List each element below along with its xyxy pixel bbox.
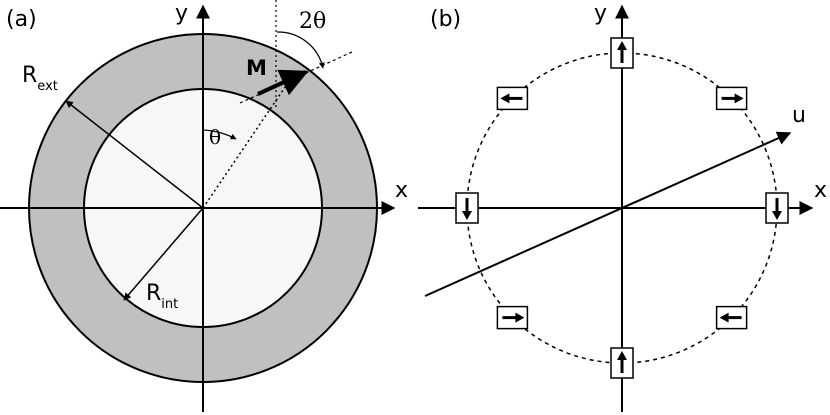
magnet-block-upper-right [715, 86, 748, 111]
inner-radius-label: Rint [146, 281, 178, 312]
y-axis-label-b: y [594, 1, 607, 26]
outer-radius-arrow [65, 100, 204, 209]
magnet-block-arrow-left-icon [500, 93, 510, 104]
magnetization-label: M [246, 56, 267, 80]
magnet-block-arrow-right-icon [734, 93, 744, 104]
magnet-block-arrow-right-icon [515, 312, 525, 323]
magnet-block-top [610, 37, 634, 69]
magnet-block-arrow-up-icon [617, 41, 627, 50]
theta-arc [202, 129, 237, 140]
panel-a: (a) x y Rext Rint θ 2θ M [0, 0, 408, 412]
magnet-block-arrow-down-icon [772, 211, 782, 220]
outer-radius-label: Rext [22, 63, 58, 94]
magnetization-arrow [257, 69, 309, 96]
x-axis-label-a: x [395, 178, 408, 203]
magnet-block-upper-left [496, 86, 529, 111]
theta-label: θ [209, 125, 221, 149]
magnet-block-arrow-up-icon [617, 351, 627, 360]
inner-radius-arrow [123, 207, 204, 301]
magnet-block-lower-right [715, 305, 748, 330]
magnet-block-left [455, 192, 479, 224]
magnet-block-lower-left [496, 305, 529, 330]
panel-b-tag: (b) [430, 7, 461, 32]
magnet-block-arrow-down-icon [462, 211, 472, 220]
magnet-blocks [455, 37, 789, 379]
panel-a-tag: (a) [6, 7, 37, 32]
magnet-block-bottom [610, 347, 634, 379]
two-theta-arc [276, 31, 325, 69]
x-axis-label-b: x [814, 178, 827, 203]
magnet-block-right [765, 192, 789, 224]
u-axis-label: u [792, 103, 806, 128]
two-theta-label: 2θ [299, 9, 326, 34]
magnet-block-arrow-left-icon [719, 312, 729, 323]
y-axis-label-a: y [175, 1, 188, 26]
u-axis [424, 131, 792, 297]
panel-b: (b) x y u [418, 1, 827, 412]
